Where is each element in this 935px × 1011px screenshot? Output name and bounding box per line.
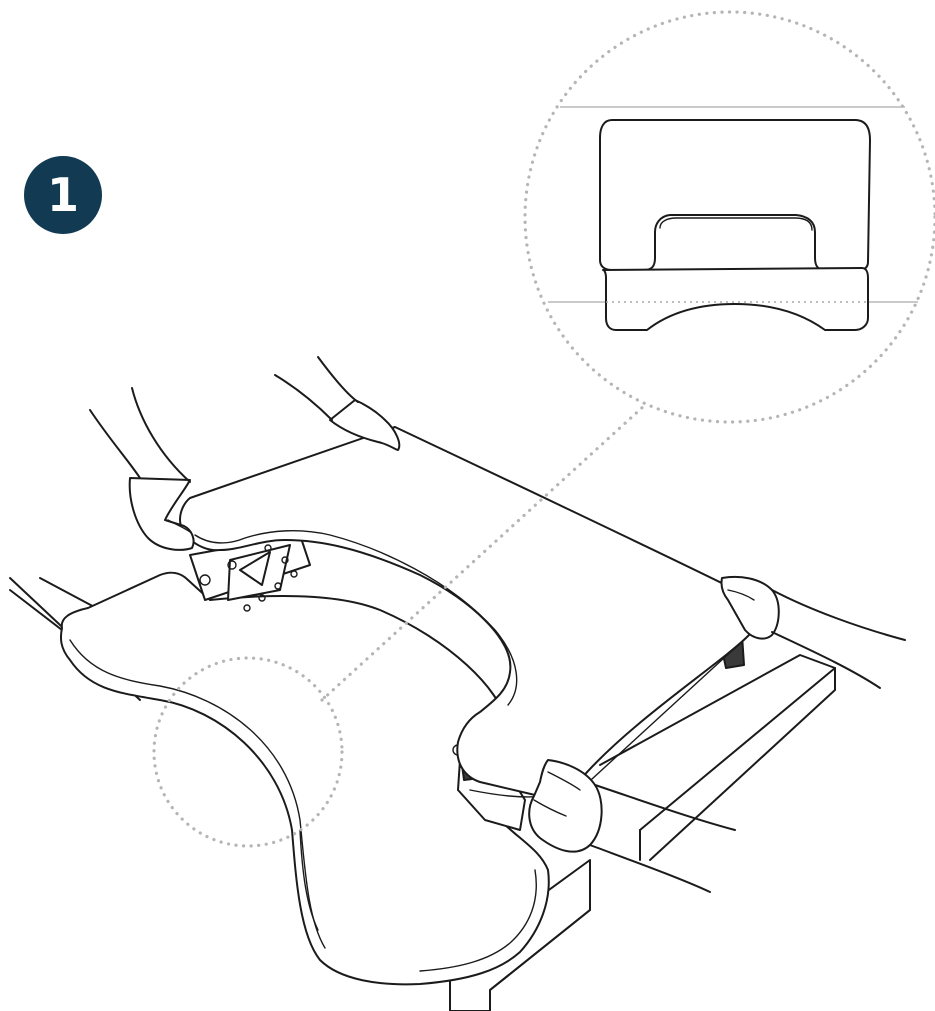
- step-number: 1: [46, 168, 79, 222]
- callout-connector: [152, 10, 935, 848]
- hand-icon-left-back: [89, 387, 195, 551]
- hand-icon-right-back: [274, 356, 401, 451]
- keyboard-tray: [60, 571, 550, 986]
- hand-icon-front: [528, 759, 736, 893]
- hand-icon-right-side: [720, 575, 906, 689]
- detail-view-clamp: [548, 106, 918, 331]
- step-number-badge: 1: [24, 156, 102, 234]
